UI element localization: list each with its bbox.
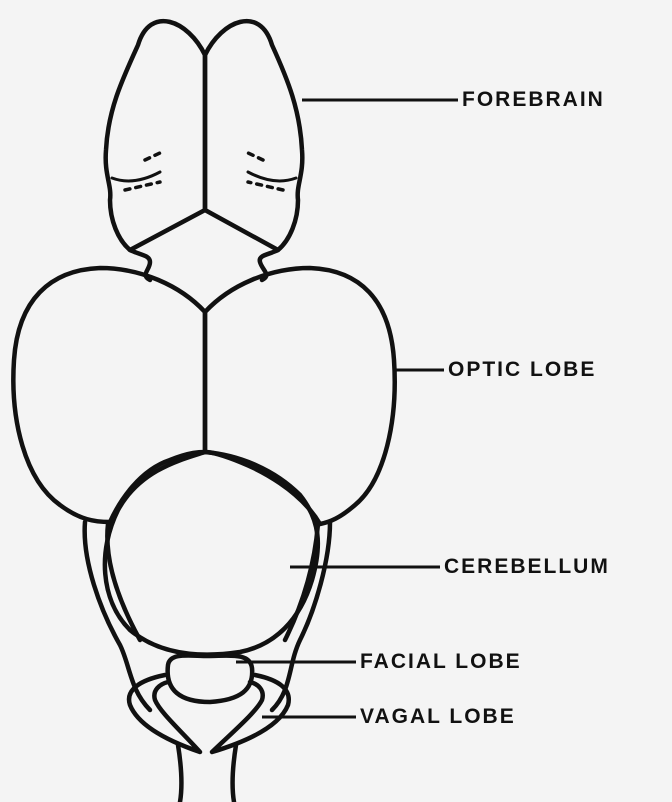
facial-lobe-label: FACIAL LOBE [360, 650, 522, 674]
vagal-lobe-label: VAGAL LOBE [360, 705, 516, 729]
optic-lobe-label: OPTIC LOBE [448, 358, 596, 382]
cerebellum-label: CEREBELLUM [444, 555, 610, 579]
forebrain-right-groove-2 [246, 152, 263, 160]
vagal-lobe-left [129, 675, 200, 752]
optic-lobe-right [205, 268, 395, 524]
right-tract [272, 522, 330, 710]
optic-lobes [13, 268, 394, 524]
forebrain [106, 21, 303, 280]
forebrain-right-lobe [205, 21, 302, 250]
forebrain-left-lobe [106, 21, 205, 250]
forebrain-right-notch [248, 172, 296, 181]
forebrain-left-groove [125, 182, 160, 190]
forebrain-left-groove-2 [145, 152, 162, 160]
forebrain-label: FOREBRAIN [462, 88, 605, 112]
forebrain-right-groove [248, 182, 283, 190]
optic-lobe-left [13, 268, 205, 522]
spinal-cord [178, 745, 236, 802]
forebrain-left-notch [112, 172, 160, 181]
